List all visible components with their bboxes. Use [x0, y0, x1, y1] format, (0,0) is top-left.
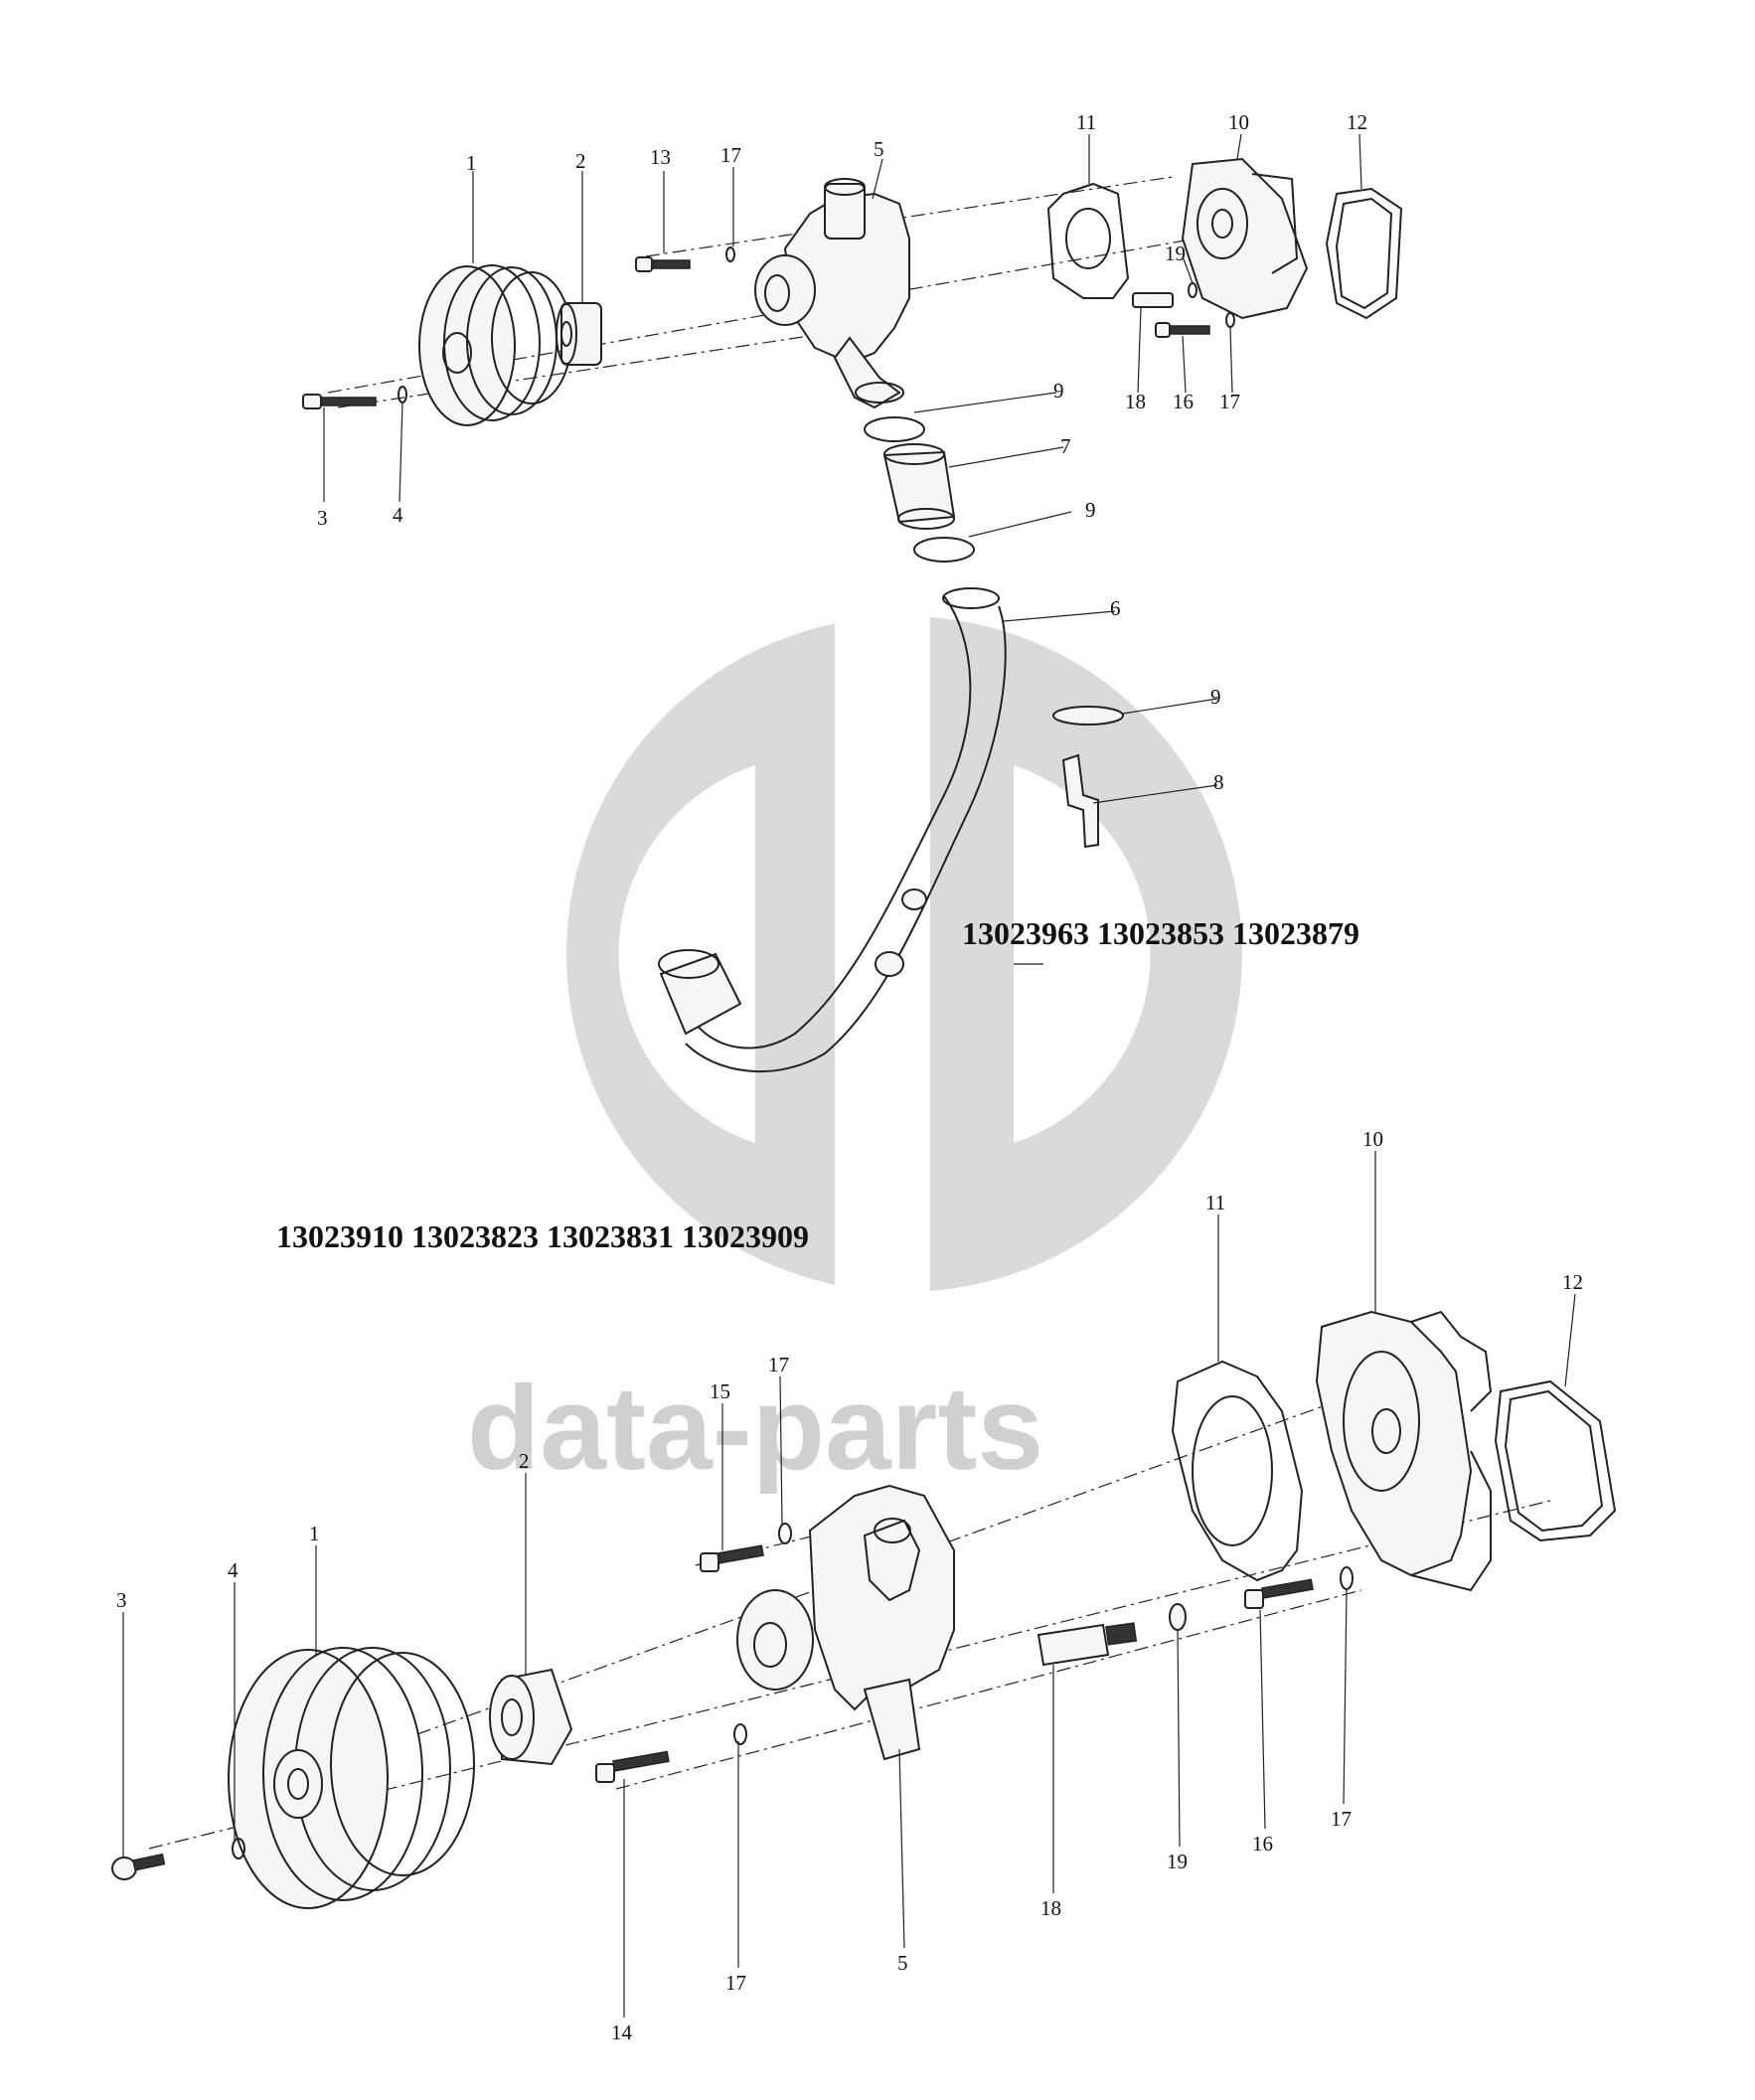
bottom-assembly-codes: 13023910 13023823 13023831 13023909	[276, 1218, 809, 1254]
bottom-washer-17a	[778, 1523, 792, 1544]
top-pipe-6	[658, 587, 1007, 1073]
bottom-hub	[489, 1668, 573, 1766]
label-top-1: 1	[466, 151, 477, 175]
top-washer-17b	[1225, 312, 1235, 328]
top-assembly	[302, 133, 1403, 1073]
label-top-16: 16	[1173, 390, 1194, 413]
label-top-7: 7	[1060, 434, 1071, 458]
label-top-4: 4	[393, 503, 403, 527]
label-bottom-17b: 17	[725, 1971, 746, 1995]
label-bottom-5: 5	[897, 1951, 908, 1975]
label-bottom-16: 16	[1252, 1832, 1273, 1856]
bottom-bolt-15	[700, 1544, 764, 1572]
label-top-10: 10	[1228, 110, 1249, 134]
top-labels: 1 2 13 17 5 11 10 12 19 18 16 17 3 4 9 7…	[317, 110, 1367, 794]
bottom-pulley	[228, 1647, 475, 1909]
label-bottom-17c: 17	[1331, 1807, 1352, 1831]
top-washer-4	[398, 386, 407, 404]
bottom-bolt-3	[111, 1853, 166, 1880]
top-hub	[556, 302, 602, 366]
label-bottom-4: 4	[228, 1558, 239, 1582]
top-bolt-3	[302, 394, 377, 409]
label-bottom-12: 12	[1562, 1270, 1583, 1294]
bottom-washer-17b	[733, 1723, 747, 1745]
top-spacer-18	[1132, 292, 1174, 308]
bottom-bolt-16	[1244, 1578, 1314, 1609]
label-bottom-17a: 17	[768, 1353, 789, 1376]
label-top-13: 13	[650, 145, 671, 169]
label-top-17a: 17	[720, 143, 741, 167]
top-clamp-9b	[913, 537, 975, 563]
top-bracket-8	[1061, 753, 1099, 849]
label-bottom-15: 15	[710, 1379, 730, 1403]
label-top-9c: 9	[1210, 685, 1221, 709]
top-ring-9c	[1052, 706, 1124, 726]
bottom-pump-body	[736, 1484, 955, 1761]
label-top-12: 12	[1347, 110, 1367, 134]
top-washer-19	[1188, 282, 1197, 298]
label-bottom-10: 10	[1362, 1127, 1383, 1151]
top-bolt-16	[1155, 322, 1210, 338]
label-top-3: 3	[317, 506, 328, 530]
label-top-2: 2	[575, 149, 586, 173]
label-bottom-18: 18	[1040, 1896, 1061, 1920]
bottom-labels: 11 10 12 15 17 2 1 4 3 14 17 5 18 19 16 …	[116, 1127, 1583, 2044]
label-bottom-14: 14	[611, 2020, 633, 2044]
top-washer-17a	[725, 246, 735, 262]
top-clamp-9a	[864, 416, 925, 442]
label-top-9b: 9	[1085, 498, 1096, 522]
label-bottom-3: 3	[116, 1588, 127, 1612]
watermark-brand: data-parts	[467, 1362, 1043, 1495]
label-top-6: 6	[1110, 596, 1121, 620]
label-top-17b: 17	[1219, 390, 1240, 413]
bottom-housing-10	[1315, 1310, 1493, 1592]
watermark-left-cut	[618, 765, 755, 1143]
bottom-washer-17c	[1340, 1566, 1354, 1590]
label-bottom-19: 19	[1167, 1850, 1188, 1873]
bottom-gasket-11	[1171, 1360, 1304, 1582]
bottom-spacer-18	[1037, 1622, 1138, 1667]
bottom-washer-4	[232, 1838, 245, 1859]
label-bottom-2: 2	[519, 1449, 530, 1473]
bottom-gasket-12	[1494, 1379, 1617, 1542]
label-top-18: 18	[1125, 390, 1146, 413]
bottom-axis-lower	[615, 1589, 1362, 1790]
label-top-8: 8	[1213, 770, 1224, 794]
label-top-11: 11	[1076, 110, 1096, 134]
label-bottom-11: 11	[1205, 1191, 1225, 1214]
label-bottom-1: 1	[309, 1522, 320, 1545]
bottom-assembly	[111, 1151, 1617, 2018]
top-pump-body	[754, 178, 910, 409]
bottom-washer-19	[1169, 1603, 1187, 1631]
bottom-bolt-14	[595, 1750, 670, 1783]
top-gasket-11	[1046, 182, 1130, 299]
watermark: data-parts	[467, 616, 1242, 1495]
watermark-right-cut	[1014, 765, 1151, 1143]
top-assembly-codes: 13023963 13023853 13023879	[962, 915, 1359, 951]
label-top-9a: 9	[1053, 379, 1064, 403]
label-top-5: 5	[874, 137, 884, 161]
top-gasket-12	[1325, 187, 1403, 320]
top-bolt-13	[635, 256, 691, 272]
top-housing-10	[1181, 157, 1309, 320]
top-pulley	[418, 264, 572, 426]
label-top-19: 19	[1165, 242, 1186, 265]
